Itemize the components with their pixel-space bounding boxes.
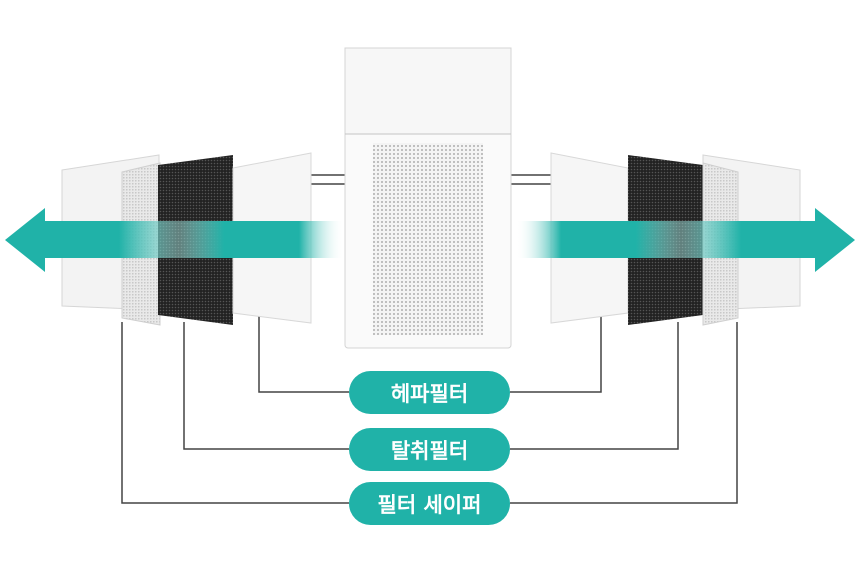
airflow-arrow-right	[516, 208, 855, 272]
airflow-arrow-left	[5, 208, 344, 272]
hepa-filter-label: 헤파필터	[349, 371, 510, 414]
air-purifier	[344, 47, 512, 349]
filter-safer-label: 필터 세이퍼	[349, 482, 510, 525]
deodorizing-filter-label: 탈취필터	[349, 428, 510, 471]
connector-lines	[121, 174, 738, 504]
